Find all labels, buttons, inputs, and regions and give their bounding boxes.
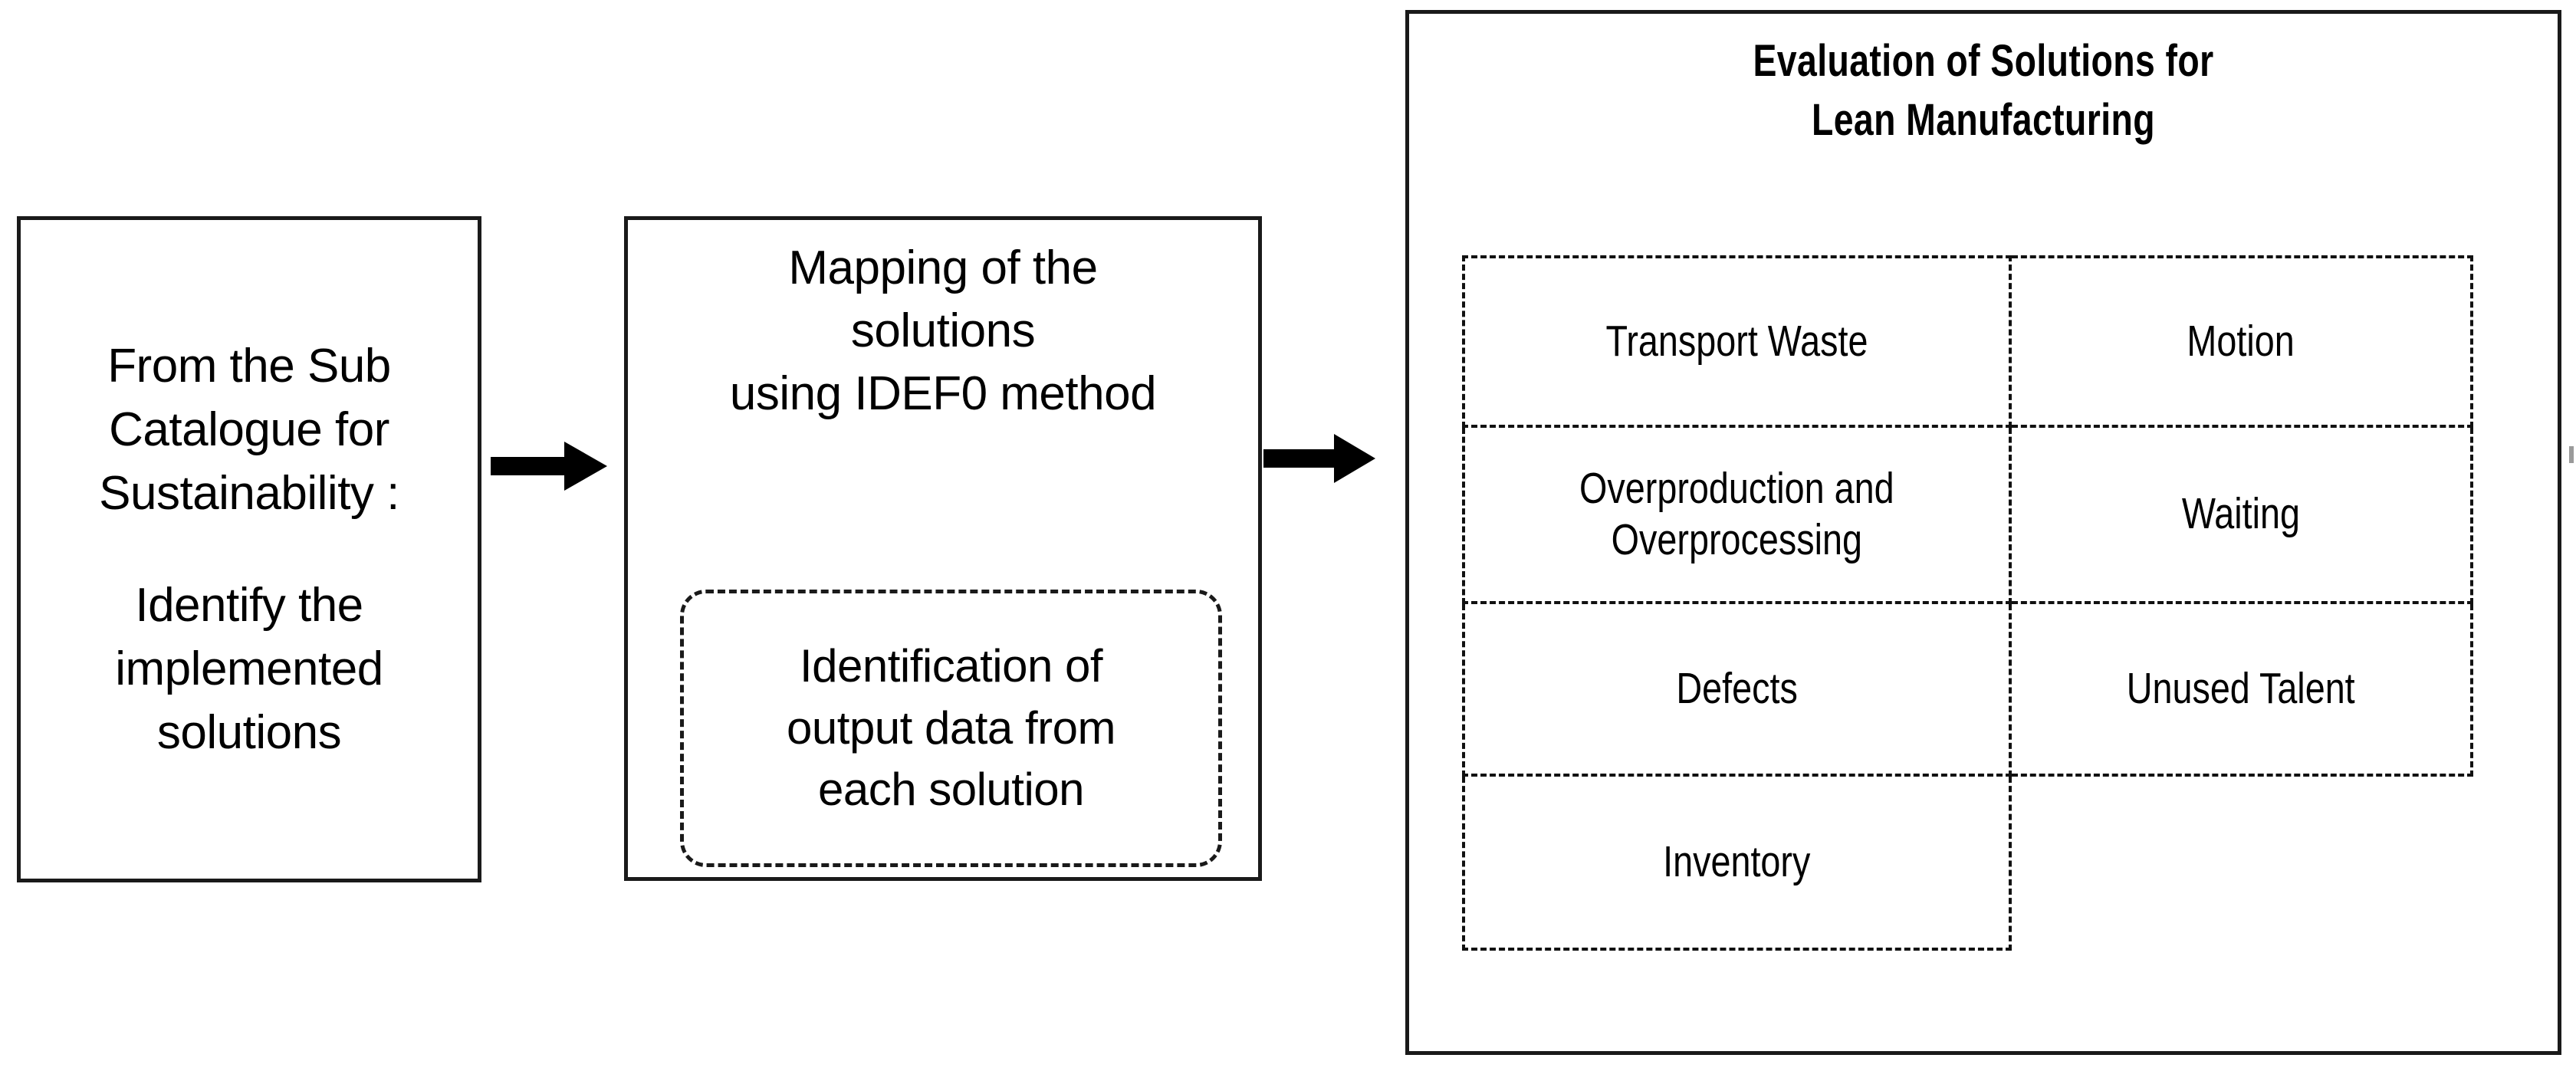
mapping-stage-inner-box: Identification of output data from each … <box>680 590 1222 867</box>
arrow-right-icon <box>491 442 607 491</box>
clipped-edge-mark <box>2569 446 2574 463</box>
mapping-stage-inner-text: Identification of output data from each … <box>787 640 1116 816</box>
waste-cell-label: Transport Waste <box>1605 316 1868 366</box>
mapping-stage-box: Mapping of the solutions using IDEF0 met… <box>624 216 1262 881</box>
waste-cell-label: Defects <box>1676 663 1798 713</box>
waste-cell: Overproduction and Overprocessing <box>1462 428 2012 604</box>
mapping-stage-heading: Mapping of the solutions using IDEF0 met… <box>729 242 1157 420</box>
source-stage-text-secondary: Identify the implemented solutions <box>115 578 383 759</box>
waste-cell-label: Overproduction and Overprocessing <box>1579 463 1894 564</box>
seven-wastes-grid: Transport Waste Overproduction and Overp… <box>1462 255 2473 951</box>
waste-cell: Waiting <box>2012 428 2473 604</box>
waste-cell: Unused Talent <box>2012 604 2473 777</box>
flow-arrow-2 <box>1263 422 1380 495</box>
flow-arrow-1 <box>491 429 613 503</box>
waste-cell: Inventory <box>1462 777 2012 951</box>
waste-cell-label: Unused Talent <box>2127 663 2355 713</box>
waste-cell-label: Motion <box>2187 316 2295 366</box>
waste-cell: Defects <box>1462 604 2012 777</box>
waste-cell-label: Waiting <box>2181 489 2301 539</box>
waste-cell: Motion <box>2012 255 2473 428</box>
waste-cell-label: Inventory <box>1663 836 1811 886</box>
evaluation-stage-panel: Evaluation of Solutions for Lean Manufac… <box>1405 10 2561 1055</box>
evaluation-stage-title: Evaluation of Solutions for Lean Manufac… <box>1753 36 2214 145</box>
waste-cell: Transport Waste <box>1462 255 2012 428</box>
arrow-right-icon <box>1263 434 1375 483</box>
source-stage-box: From the Sub Catalogue for Sustainabilit… <box>17 216 481 882</box>
source-stage-text-primary: From the Sub Catalogue for Sustainabilit… <box>99 340 399 521</box>
